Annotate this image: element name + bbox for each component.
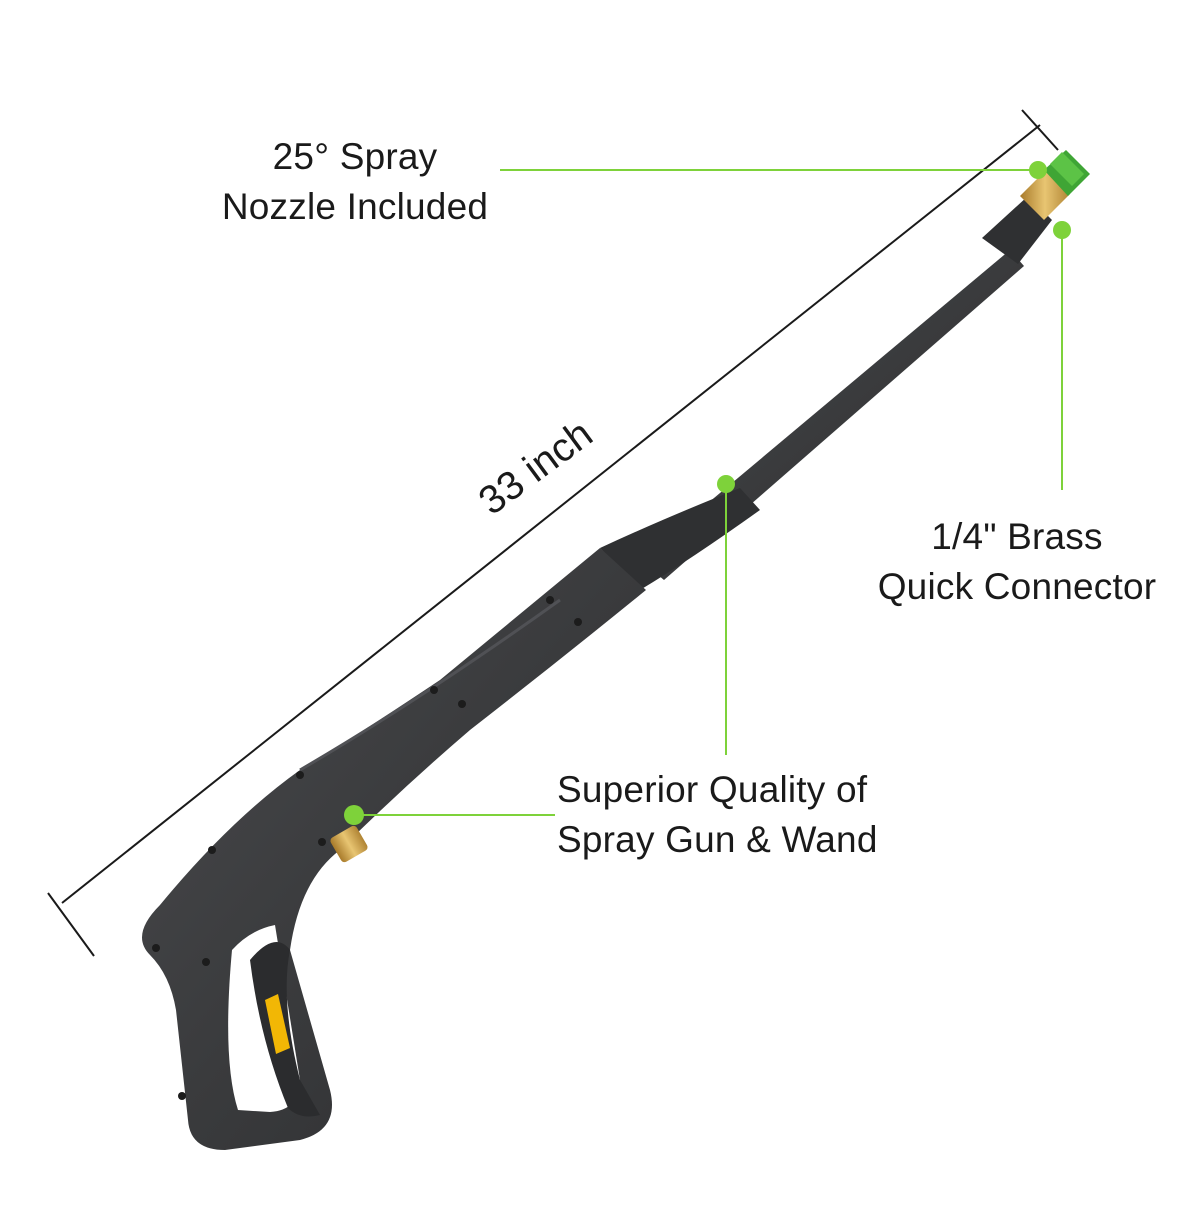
connector-callout-line1: 1/4" Brass — [931, 516, 1103, 557]
measurement-line — [47, 109, 1059, 957]
callout-leader-lines — [356, 169, 1063, 816]
green-spray-nozzle — [1044, 150, 1090, 196]
spray-gun-body — [142, 548, 646, 1150]
quality-callout-line2: Spray Gun & Wand — [557, 819, 878, 860]
gun-marker-dot — [344, 805, 364, 825]
connector-callout-line2: Quick Connector — [877, 566, 1157, 607]
callout-markers — [344, 161, 1071, 825]
nozzle-callout-line2: Nozzle Included — [221, 186, 489, 227]
nozzle-marker-dot — [1029, 161, 1047, 179]
connector-callout: 1/4" Brass Quick Connector — [862, 512, 1172, 612]
spray-wand — [600, 196, 1052, 590]
wand-marker-dot — [717, 475, 735, 493]
nozzle-callout: 25° Spray Nozzle Included — [150, 132, 560, 232]
quality-callout-line1: Superior Quality of — [557, 769, 868, 810]
nozzle-callout-line1: 25° Spray — [272, 136, 438, 177]
quality-callout: Superior Quality of Spray Gun & Wand — [557, 765, 878, 865]
connector-marker-dot — [1053, 221, 1071, 239]
